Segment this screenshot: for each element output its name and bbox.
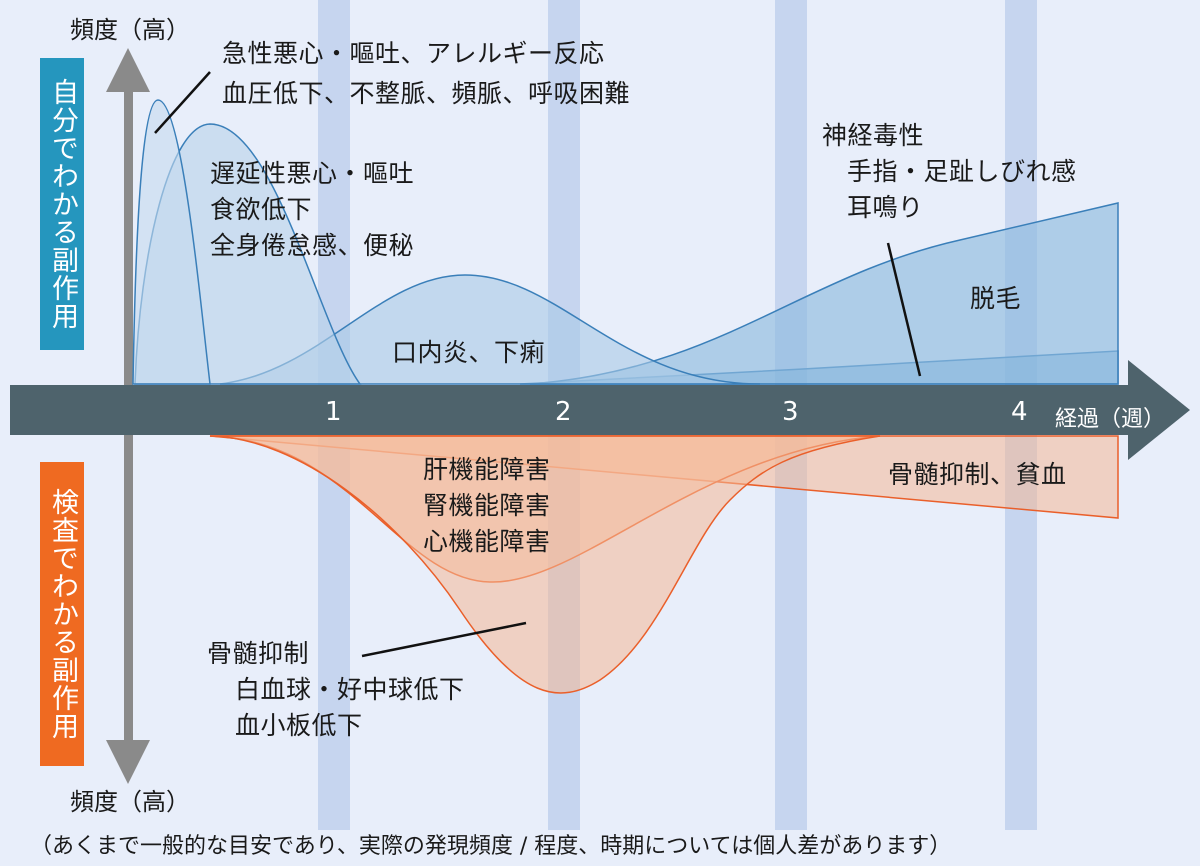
delayed-label-line: 食欲低下 xyxy=(210,195,313,224)
marrow-label-line: 骨髄抑制 xyxy=(207,639,310,668)
organ-label-line: 心機能障害 xyxy=(423,527,551,556)
leader-line-acute xyxy=(154,71,211,134)
week-4-label: 4 xyxy=(1011,397,1028,427)
curve-hair-loss xyxy=(529,202,1119,385)
marrow-anemia-label: 骨髄抑制、貧血 xyxy=(888,460,1067,489)
neuro-label: 神経毒性 手指・足趾しびれ感 耳鳴り xyxy=(822,118,1077,226)
organ-label-line: 肝機能障害 xyxy=(423,455,551,484)
test-detected-label: 検査でわかる副作用 xyxy=(40,462,84,766)
week-3-label: 3 xyxy=(782,397,799,427)
acute-label-line: 急性悪心・嘔吐、アレルギー反応 xyxy=(222,39,605,68)
neuro-label-line: 手指・足趾しびれ感 xyxy=(847,157,1077,186)
frequency-high-top: 頻度（高） xyxy=(70,16,190,44)
marrow-label-line: 白血球・好中球低下 xyxy=(235,675,465,704)
footnote: （あくまで一般的な目安であり、実際の発現頻度 / 程度、時期については個人差があ… xyxy=(30,834,952,859)
self-noticed-label: 自分でわかる副作用 xyxy=(40,58,84,350)
week-2-label: 2 xyxy=(555,397,572,427)
delayed-label-line: 遅延性悪心・嘔吐 xyxy=(210,159,415,188)
delayed-label: 遅延性悪心・嘔吐 食欲低下 全身倦怠感、便秘 xyxy=(210,156,414,264)
acute-label: 急性悪心・嘔吐、アレルギー反応 血圧低下、不整脈、頻脈、呼吸困難 xyxy=(222,34,630,114)
time-axis-arrow xyxy=(10,360,1190,460)
leader-line-marrow xyxy=(361,621,527,658)
marrow-label: 骨髄抑制 白血球・好中球低下 血小板低下 xyxy=(207,636,465,744)
frequency-high-bottom: 頻度（高） xyxy=(70,788,190,816)
x-axis-label: 経過（週） xyxy=(1055,407,1166,432)
stomatitis-label: 口内炎、下痢 xyxy=(392,338,546,367)
delayed-label-line: 全身倦怠感、便秘 xyxy=(210,231,415,260)
acute-label-line: 血圧低下、不整脈、頻脈、呼吸困難 xyxy=(222,79,631,108)
marrow-label-line: 血小板低下 xyxy=(235,711,363,740)
curve-bone-marrow-suppression xyxy=(209,435,881,694)
hair-loss-label: 脱毛 xyxy=(970,284,1022,313)
organ-label: 肝機能障害 腎機能障害 心機能障害 xyxy=(423,452,551,560)
neuro-label-line: 耳鳴り xyxy=(847,193,924,222)
leader-line-neuro xyxy=(886,242,922,377)
organ-label-line: 腎機能障害 xyxy=(423,491,551,520)
curve-acute-nausea xyxy=(132,99,211,385)
neuro-label-line: 神経毒性 xyxy=(822,121,925,150)
week-1-label: 1 xyxy=(325,397,342,427)
